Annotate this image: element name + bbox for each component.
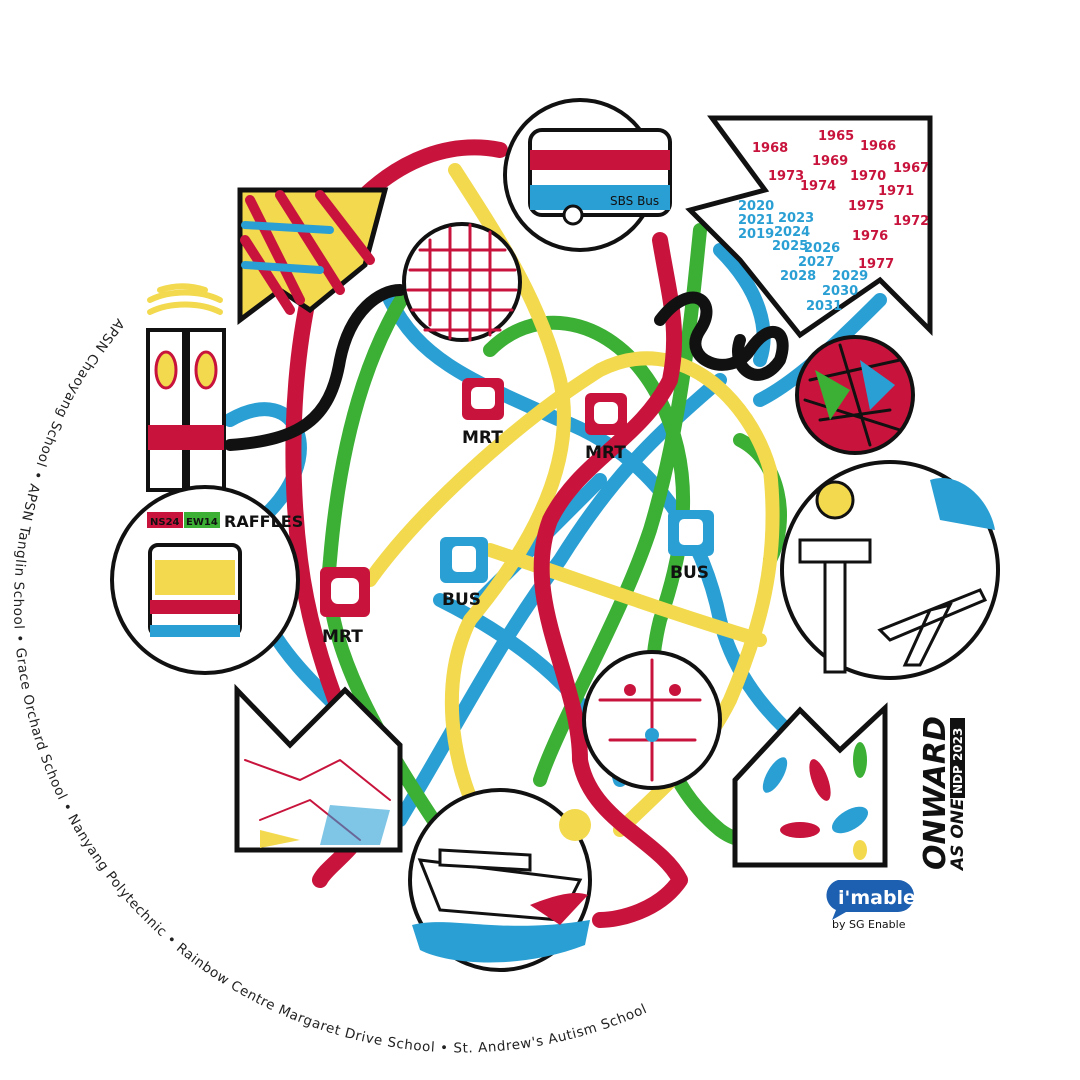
leaves-arrow [732,702,888,868]
year: 2027 [798,255,834,270]
year: 2030 [822,284,858,299]
year: 2019 [738,227,774,242]
bus-label: BUS [442,590,481,610]
year: 1977 [858,257,894,272]
train-circle: NS24 EW14 RAFFLES [110,485,303,675]
mrt-badge: MRT [462,378,504,448]
ndp-tag: NDP 2023 [951,728,965,794]
bus-circle: SBS Bus [503,98,672,252]
ndp-line2: AS ONE [948,798,968,872]
year: 1970 [850,169,886,184]
separator: • [56,796,79,820]
station-name: RAFFLES [224,512,303,531]
mosaic-circle [402,222,522,342]
ship-circle [408,788,592,972]
year: 1975 [848,199,884,214]
year: 1972 [893,214,929,229]
year: 2020 [738,199,774,214]
year: 1969 [812,154,848,169]
black-line [224,284,789,451]
bus-badge: BUS [440,537,488,610]
school-name: Rainbow Centre Margaret Drive School [173,940,436,1056]
year: 2029 [832,269,868,284]
school-name: APSN Chaoyang School [32,315,127,469]
year: 2023 [778,211,814,226]
pillars [146,328,226,492]
year: 2028 [780,269,816,284]
school-name: Grace Orchard School [12,647,70,803]
year: 2026 [804,241,840,256]
floral-circle [582,650,722,790]
year: 2031 [806,299,842,314]
lion-logo [147,283,223,315]
year: 1974 [800,179,836,194]
ndp-logo: ONWARD AS ONE NDP 2023 [918,716,968,872]
separator: • [27,464,48,486]
mrt-label: MRT [462,428,503,448]
mrt-label: MRT [585,443,626,463]
year: 2024 [774,225,810,240]
mrt-badge: MRT [585,393,627,463]
mrt-label: MRT [322,627,363,647]
year: 2021 [738,213,774,228]
separator: • [435,1040,454,1057]
year: 1967 [893,161,929,176]
school-name: Nanyang Polytechnic [64,812,170,941]
year: 1973 [768,169,804,184]
bus-badge: BUS [668,510,714,583]
batik-circle [795,335,915,455]
year: 2025 [772,239,808,254]
bus-label: BUS [670,563,709,583]
imable-logo: i'mable by SG Enable [826,880,916,931]
year: 1966 [860,139,896,154]
mrt-badge: MRT [320,567,370,647]
year: 1968 [752,141,788,156]
tile-arrow [234,683,403,853]
years-arrow: 1968 1965 1966 1967 1973 1969 1970 1971 … [685,115,933,339]
train-code-ew: EW14 [186,517,218,528]
imable-byline: by SG Enable [832,918,906,931]
imable-wordmark: i'mable [838,887,916,909]
airport-circle [780,460,1000,680]
year: 1976 [852,229,888,244]
train-code-ns: NS24 [150,517,180,528]
year: 1965 [818,129,854,144]
bus-operator-label: SBS Bus [610,194,659,208]
stripes-arrow [237,187,389,325]
separator: • [11,629,28,648]
year: 1971 [878,184,914,199]
ndp-line1: ONWARD [918,716,953,870]
school-name: St. Andrew's Autism School [453,1001,649,1057]
school-name: APSN Tanglin School [10,482,42,630]
